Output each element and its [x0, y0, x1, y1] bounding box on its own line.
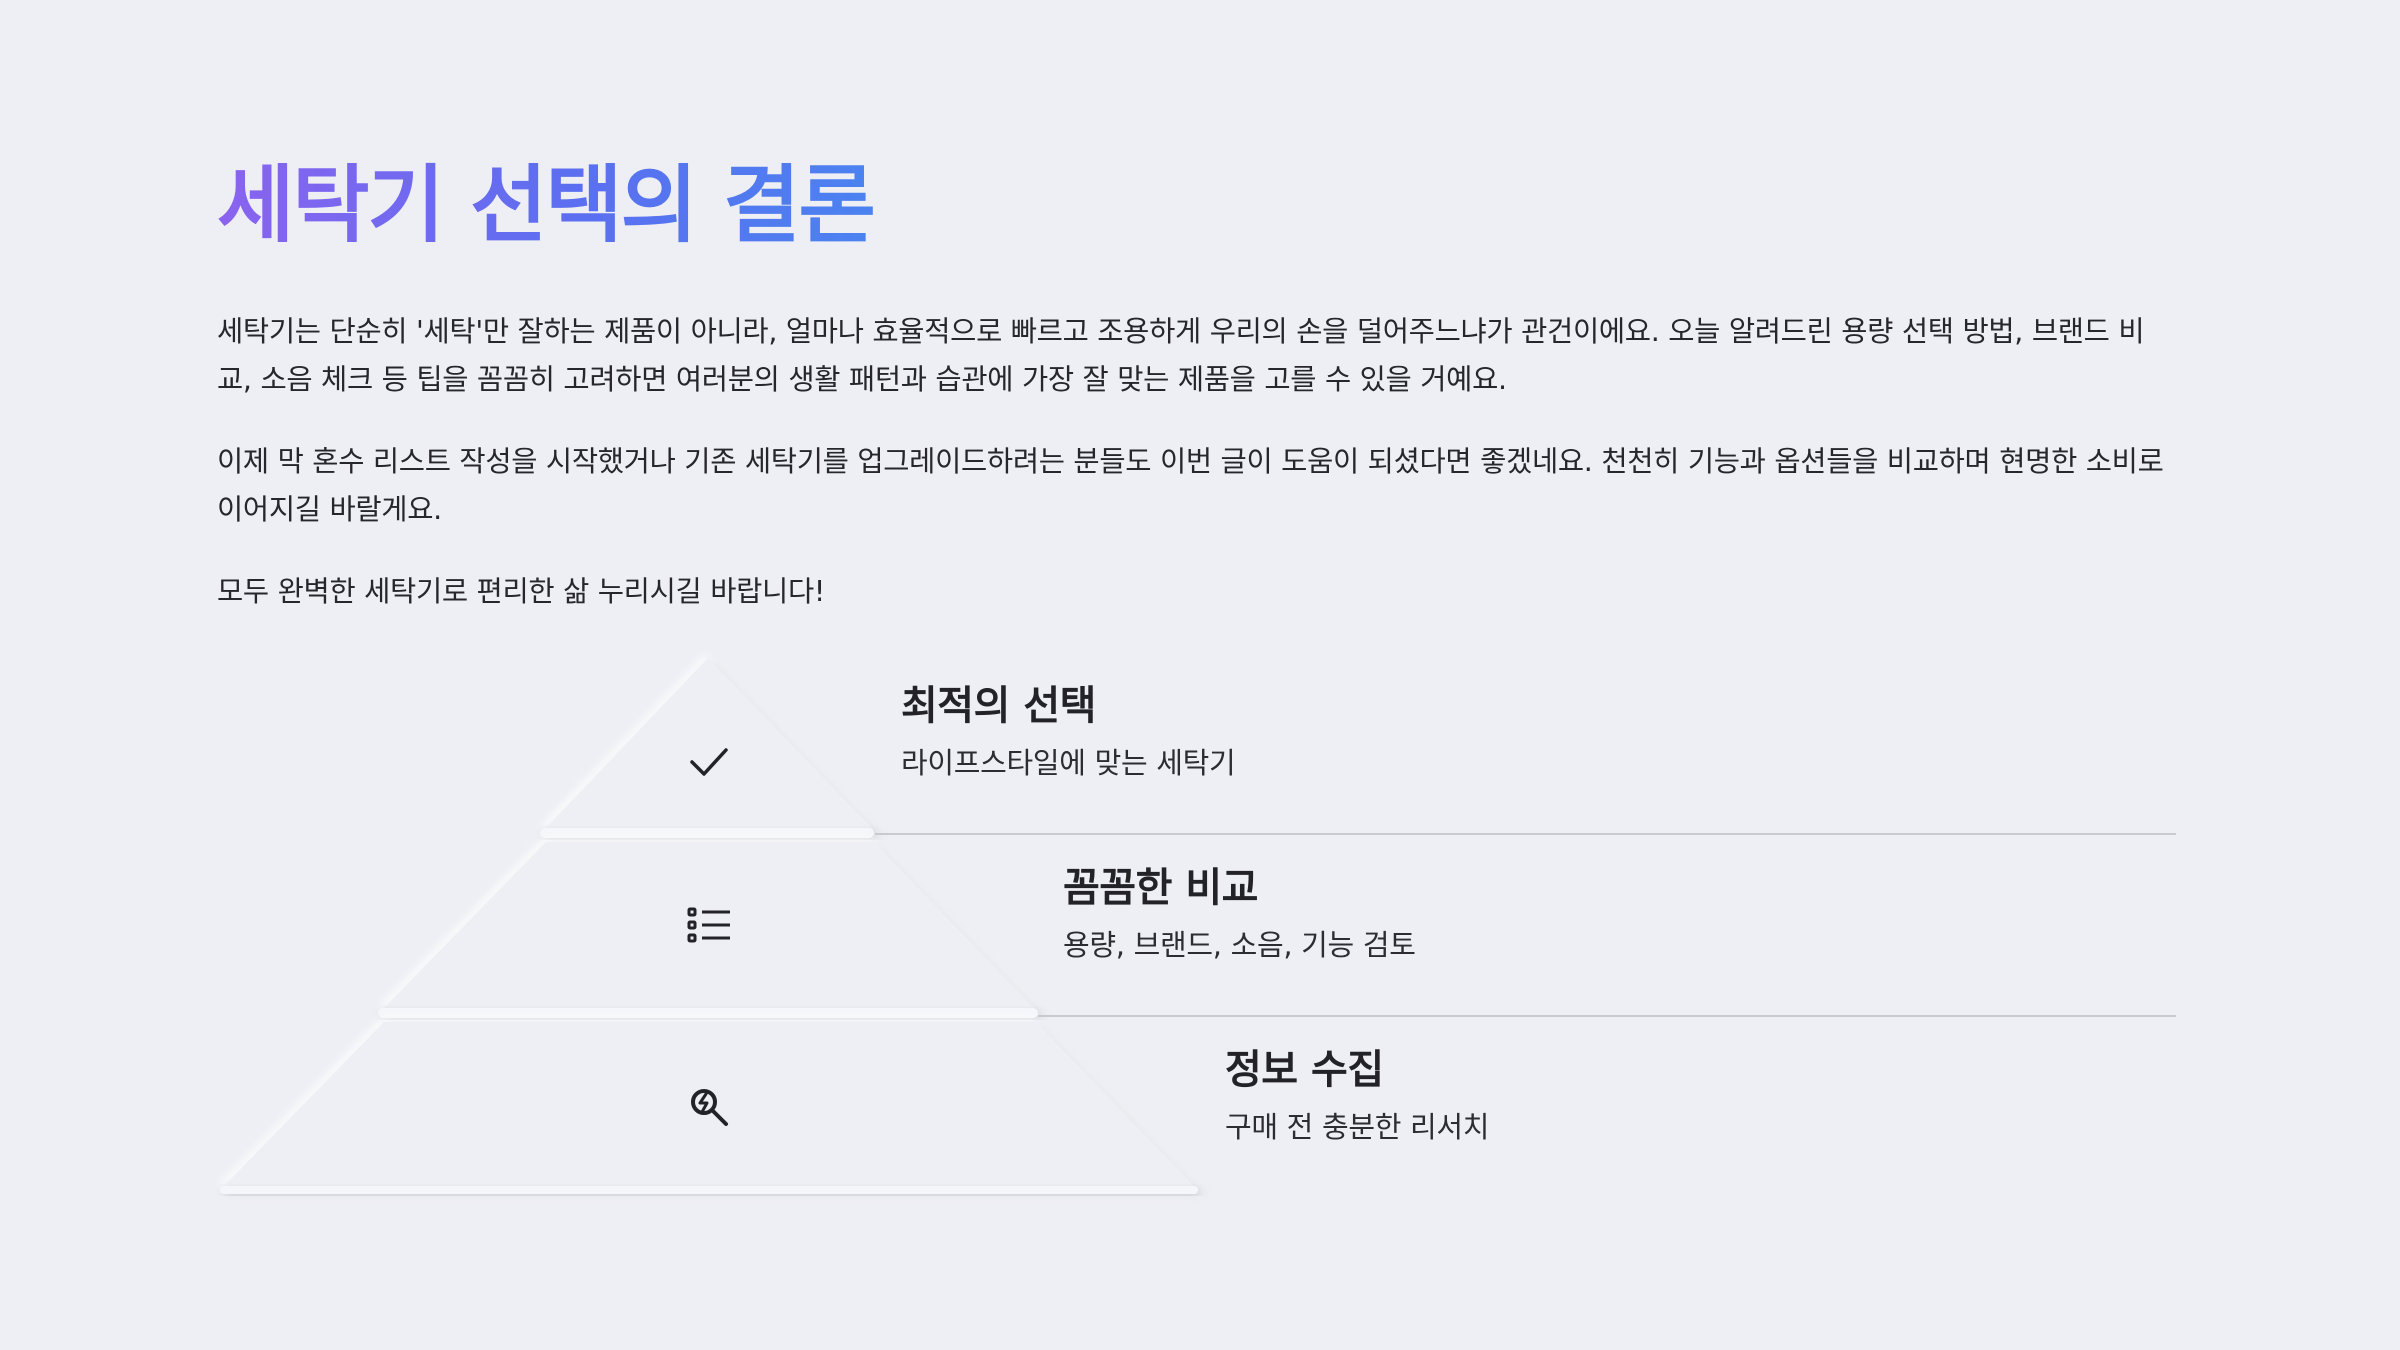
list-icon — [687, 907, 730, 943]
tier-ledge-1 — [540, 828, 874, 838]
tier-3-subtitle: 구매 전 충분한 리서치 — [1225, 1110, 1490, 1144]
paragraph-3: 모두 완벽한 세탁기로 편리한 삶 누리시길 바랍니다! — [217, 575, 826, 608]
paragraph-2: 이제 막 혼수 리스트 작성을 시작했거나 기존 세탁기를 업그레이드하려는 분… — [217, 445, 2164, 526]
tier-ledge-3 — [220, 1186, 1198, 1194]
tier-3-text: 정보 수집 구매 전 충분한 리서치 — [1225, 1042, 1489, 1150]
tier-2-subtitle: 용량, 브랜드, 소음, 기능 검토 — [1063, 928, 1416, 962]
search-icon — [691, 1089, 728, 1126]
tier-1-subtitle: 라이프스타일에 맞는 세탁기 — [901, 746, 1236, 780]
body-text: 세탁기는 단순히 '세탁'만 잘하는 제품이 아니라, 얼마나 효율적으로 빠르… — [217, 308, 2177, 650]
paragraph-1: 세탁기는 단순히 '세탁'만 잘하는 제품이 아니라, 얼마나 효율적으로 빠르… — [217, 315, 2145, 396]
tier-3-title: 정보 수집 — [1225, 1047, 1384, 1093]
slide-title: 세탁기 선택의 결론 — [217, 150, 876, 260]
tier-ledge-2 — [378, 1008, 1038, 1018]
tier-2-title: 꼼꼼한 비교 — [1063, 865, 1258, 911]
pyramid-tier-top — [544, 658, 874, 830]
tier-1-text: 최적의 선택 라이프스타일에 맞는 세탁기 — [901, 678, 1236, 786]
pyramid-tier-bottom — [222, 1022, 1196, 1188]
tier-1-title: 최적의 선택 — [901, 683, 1096, 729]
check-icon — [690, 748, 728, 776]
tier-2-text: 꼼꼼한 비교 용량, 브랜드, 소음, 기능 검토 — [1063, 860, 1416, 968]
